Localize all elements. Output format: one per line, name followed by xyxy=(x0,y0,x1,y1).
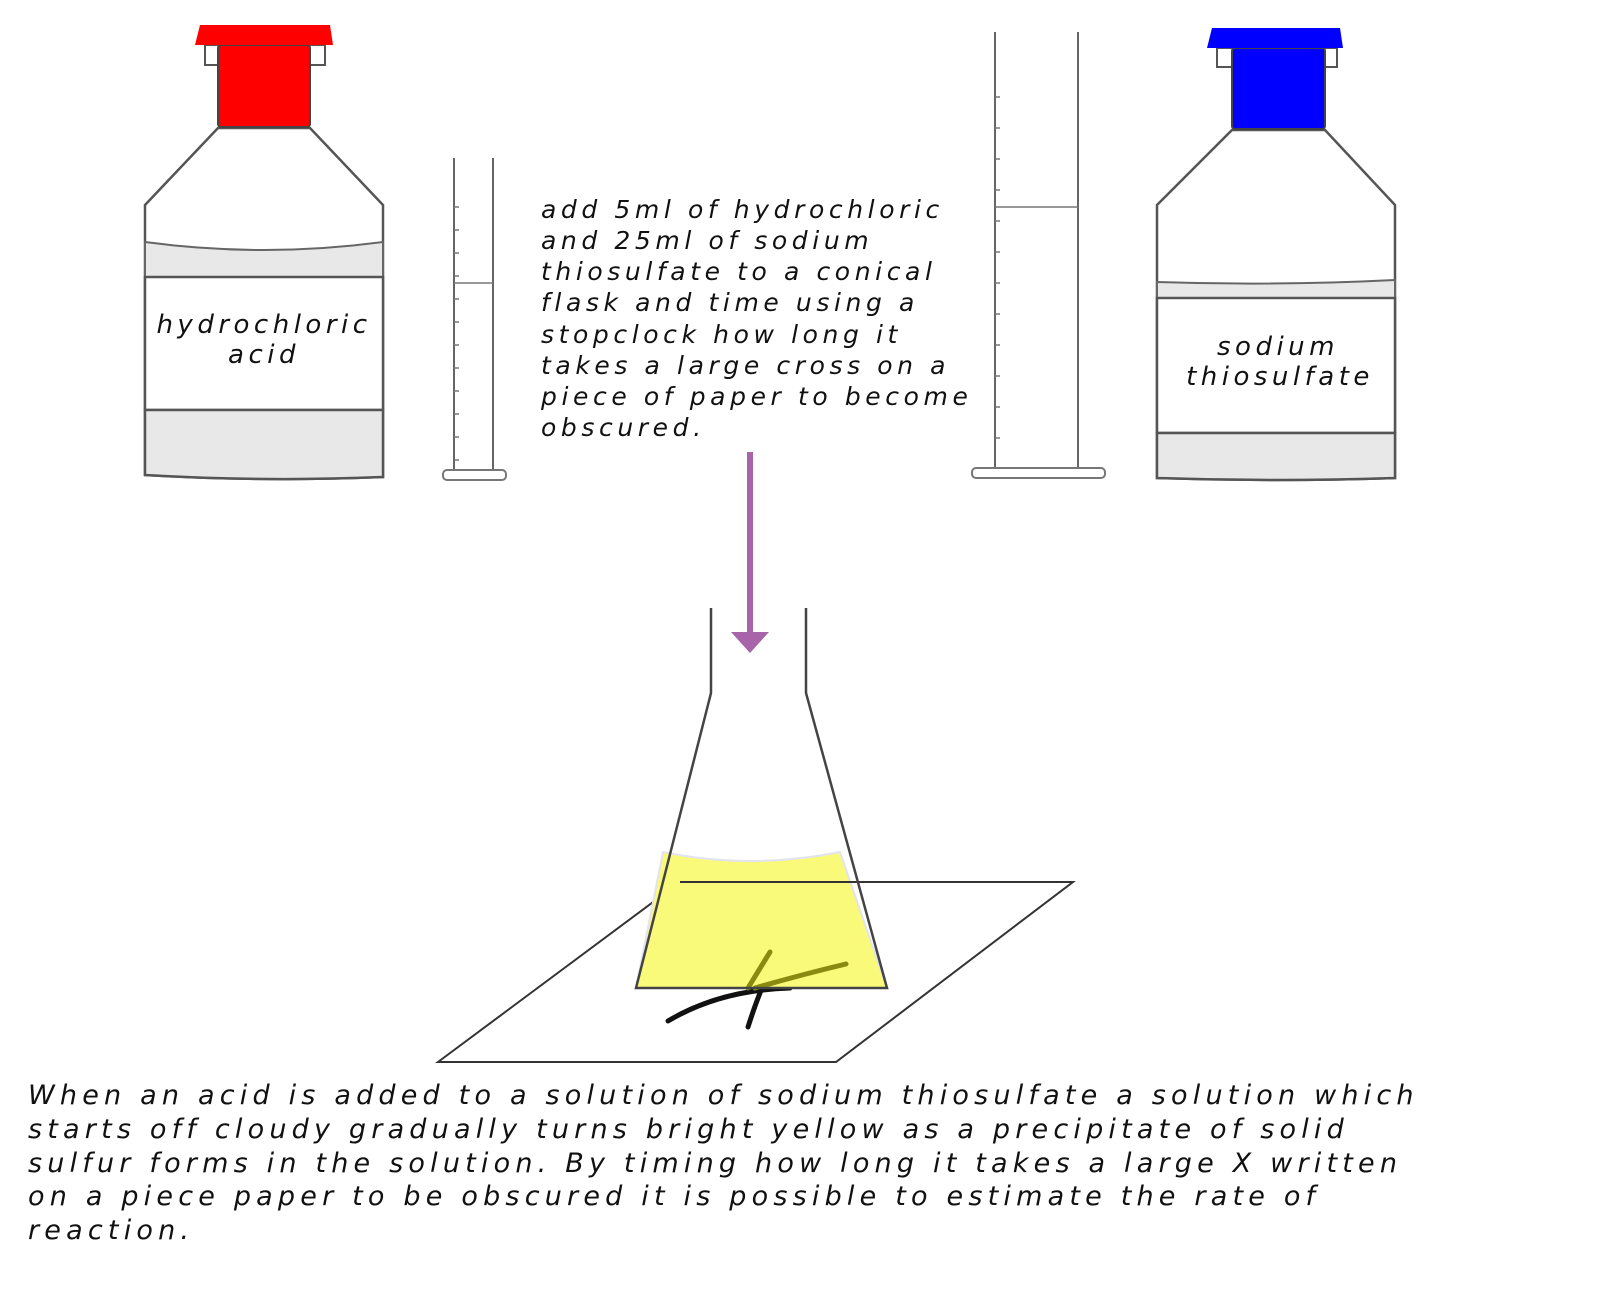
sodium-thiosulfate-bottle: sodium thiosulfate xyxy=(1155,28,1397,482)
instruction-line: stopclock how long it xyxy=(541,320,902,349)
thiosulfate-label-line2: thiosulfate xyxy=(1186,362,1374,392)
description-line: starts off cloudy gradually turns bright… xyxy=(28,1114,1349,1145)
description-line: on a piece paper to be obscured it is po… xyxy=(28,1181,1320,1212)
blue-cap xyxy=(1207,28,1343,48)
description-line: sulfur forms in the solution. By timing … xyxy=(28,1148,1402,1179)
instruction-line: thiosulfate to a conical xyxy=(541,257,937,286)
instruction-line: obscured. xyxy=(541,413,706,442)
instruction-line: add 5ml of hydrochloric xyxy=(541,195,944,224)
acid-label-line1: hydrochloric xyxy=(156,310,371,340)
instructions-text: add 5ml of hydrochloric and 25ml of sodi… xyxy=(540,195,972,442)
instruction-line: piece of paper to become xyxy=(540,382,972,411)
red-cap xyxy=(195,25,333,45)
instruction-line: flask and time using a xyxy=(541,288,919,317)
down-arrow-icon xyxy=(731,452,769,653)
description-line: When an acid is added to a solution of s… xyxy=(28,1080,1419,1111)
blue-stopper xyxy=(1231,47,1326,130)
large-measuring-cylinder xyxy=(971,32,1106,479)
description-line: reaction. xyxy=(28,1215,194,1246)
description-text: When an acid is added to a solution of s… xyxy=(28,1080,1419,1246)
instruction-line: takes a large cross on a xyxy=(541,351,950,380)
thiosulfate-label-line1: sodium xyxy=(1217,332,1339,362)
small-measuring-cylinder xyxy=(442,158,507,481)
hydrochloric-acid-bottle: hydrochloric acid xyxy=(143,25,385,481)
conical-flask xyxy=(634,608,889,991)
acid-label-line2: acid xyxy=(228,340,300,370)
red-stopper xyxy=(217,44,311,128)
instruction-line: and 25ml of sodium xyxy=(541,226,873,255)
